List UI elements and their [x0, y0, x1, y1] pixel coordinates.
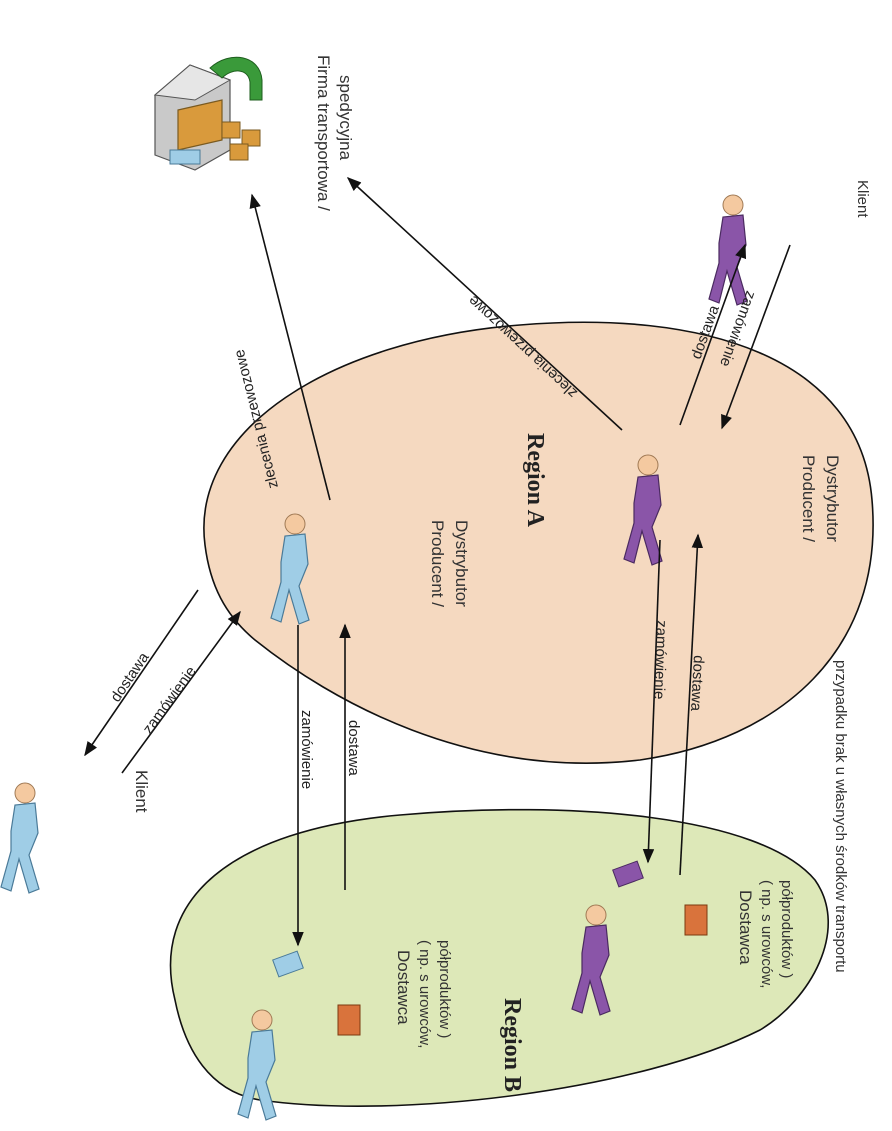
supplier-b-purple-label: Dostawca ( np. s urowców, półproduktów ) — [736, 880, 795, 988]
edge-left-delivery-label: dostawa — [107, 649, 153, 705]
producer-a-blue-line2: Dystrybutor — [452, 520, 471, 607]
edge-blue-supplier-delivery-label: dostawa — [345, 720, 362, 777]
edge-purple-order-supplier-label: zamówienie — [650, 620, 670, 700]
supplier-b-purple-line2: ( np. s urowców, — [758, 880, 775, 988]
transport-company-line1: Firma transportowa / — [314, 55, 333, 211]
edge-client-order-purple — [721, 244, 791, 430]
edge-blue-order-supplier-label: zamówienie — [298, 710, 315, 789]
supplier-b-blue-figure — [237, 950, 361, 1121]
region-b — [169, 808, 830, 1107]
edge-purple-order-supplier — [642, 539, 661, 864]
supplier-b-blue-line1: Dostawca — [394, 950, 413, 1025]
edge-purple-supplier-delivery-label: dostawa — [687, 655, 707, 712]
transport-company-line2: spedycyjna — [336, 75, 355, 161]
supplier-b-blue-label: Dostawca ( np. s urowców, półproduktów ) — [394, 940, 453, 1048]
producer-a-blue-line1: Producent / — [428, 520, 447, 607]
supplier-b-purple-line3: półproduktów ) — [778, 880, 795, 978]
edge-left-delivery — [84, 589, 199, 757]
edge-blue-to-transport — [249, 193, 331, 501]
edge-left-order — [121, 610, 241, 774]
edge-purple-delivery-client — [679, 243, 747, 426]
edge-purple-to-transport — [346, 177, 623, 431]
producer-a-purple-line2: Dystrybutor — [823, 455, 842, 542]
region-a — [203, 321, 874, 764]
supplier-b-purple-line1: Dostawca — [736, 890, 755, 965]
edge-left-order-label: zamówienie — [139, 663, 199, 737]
client-right-label: Klient — [854, 180, 871, 218]
transport-company-label: Firma transportowa / spedycyjna — [314, 55, 355, 211]
region-a-title: Region A — [522, 433, 548, 528]
producer-a-blue-label: Producent / Dystrybutor — [428, 520, 471, 607]
client-left-figure — [0, 782, 40, 894]
supplier-b-blue-line2: ( np. s urowców, — [416, 940, 433, 1048]
region-b-title: Region B — [499, 998, 525, 1092]
supplier-b-blue-line3: półproduktów ) — [436, 940, 453, 1038]
producer-a-purple-label: Producent / Dystrybutor — [799, 455, 842, 542]
supplier-b-purple-figure — [571, 860, 708, 1016]
transport-truck-icon — [153, 56, 263, 171]
client-right-figure — [708, 194, 748, 306]
edge-purple-supplier-delivery — [679, 533, 704, 876]
footnote: przypadku brak u własnych środków transp… — [832, 660, 849, 973]
client-left-label: Klient — [132, 770, 151, 813]
producer-a-purple-line1: Producent / — [799, 455, 818, 542]
